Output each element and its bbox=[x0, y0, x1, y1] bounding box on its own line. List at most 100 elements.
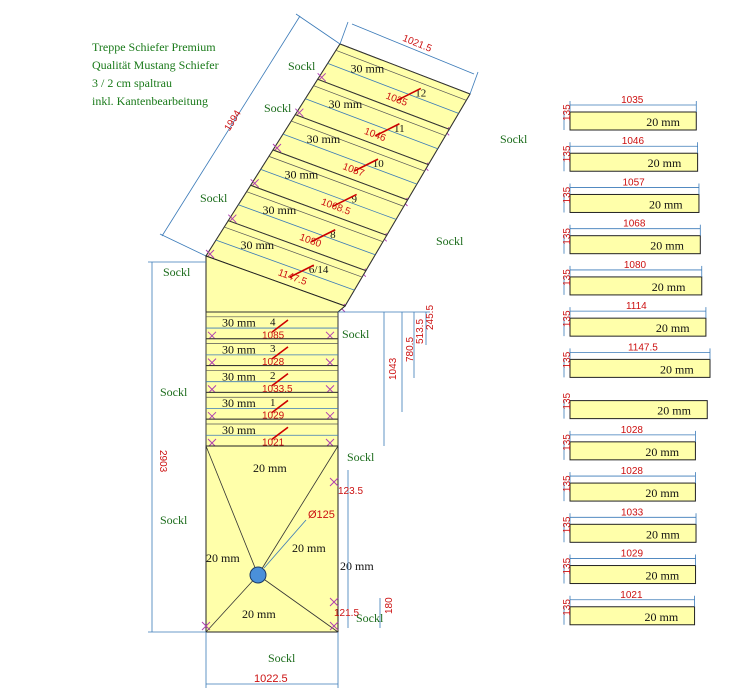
cut-piece-height: 135 bbox=[562, 475, 573, 492]
cut-piece-length: 1147.5 bbox=[628, 342, 658, 353]
cut-piece-thickness: 20 mm bbox=[652, 280, 686, 294]
sockl-label: Sockl bbox=[500, 132, 528, 146]
lower-step-outline bbox=[205, 391, 339, 420]
sockl-label: Sockl bbox=[268, 651, 296, 665]
upper-step-number: 6/14 bbox=[309, 264, 329, 276]
lower-step-length: 1021 bbox=[262, 437, 285, 448]
cut-piece-outline bbox=[569, 317, 707, 337]
landing-thickness-right: 20 mm bbox=[340, 559, 374, 573]
dim-total-length: 2903 bbox=[157, 450, 168, 473]
sockl-label: Sockl bbox=[264, 101, 292, 115]
lower-dimensions: 2903 1043 780.5 513.5 245.5 1022.5 bbox=[148, 261, 436, 688]
cut-piece-outline bbox=[569, 111, 697, 131]
cut-piece-outline bbox=[569, 565, 697, 585]
note-line-3: 3 / 2 cm spaltrau bbox=[92, 76, 172, 90]
cut-piece-outline bbox=[569, 358, 711, 378]
upper-step-thickness: 30 mm bbox=[306, 132, 340, 146]
cut-piece-outline bbox=[569, 152, 699, 172]
lower-step-length: 1028 bbox=[262, 357, 285, 368]
lower-step-length: 1033.5 bbox=[262, 384, 293, 395]
cut-piece-height: 135 bbox=[562, 186, 573, 203]
cut-piece-height: 135 bbox=[562, 434, 573, 451]
landing: Ø125 20 mm 20 mm 20 mm 20 mm 20 mm 123.5… bbox=[201, 445, 395, 633]
cut-piece-length: 1028 bbox=[621, 466, 644, 477]
upper-step-thickness: 30 mm bbox=[262, 203, 296, 217]
cut-piece-height: 135 bbox=[562, 310, 573, 327]
cut-piece-length: 1035 bbox=[621, 95, 644, 106]
upper-step-thickness: 30 mm bbox=[350, 61, 384, 75]
landing-thickness-center: 20 mm bbox=[292, 541, 326, 555]
sockl-label: Sockl bbox=[160, 385, 188, 399]
lower-step-length: 1029 bbox=[262, 411, 285, 422]
cut-mark bbox=[271, 399, 289, 414]
dim-side-top: 123.5 bbox=[338, 486, 363, 497]
dim-line-upper-width bbox=[351, 23, 475, 75]
landing-thickness-bottom: 20 mm bbox=[242, 607, 276, 621]
cut-piece-thickness: 20 mm bbox=[657, 404, 691, 418]
cut-mark bbox=[310, 229, 336, 243]
cut-piece-outline bbox=[569, 400, 708, 420]
cut-piece-height: 135 bbox=[562, 599, 573, 616]
sockl-label: Sockl bbox=[347, 450, 375, 464]
lower-step-number: 4 bbox=[270, 316, 276, 328]
cut-piece-thickness: 20 mm bbox=[646, 569, 680, 583]
dim-side-bottom: 121.5 bbox=[334, 608, 359, 619]
upper-step: 1147.530 mm6/14 bbox=[205, 220, 367, 313]
sockl-label: Sockl bbox=[163, 265, 191, 279]
cut-piece-height: 135 bbox=[562, 104, 573, 121]
cut-piece-length: 1080 bbox=[624, 260, 647, 271]
lower-step-number: 1 bbox=[270, 397, 276, 409]
cut-piece-outline bbox=[569, 441, 696, 461]
landing-thickness-left: 20 mm bbox=[206, 551, 240, 565]
sockl-label: Sockl bbox=[356, 611, 384, 625]
cut-piece-thickness: 20 mm bbox=[645, 610, 679, 624]
dim-bottom-width: 1022.5 bbox=[254, 673, 288, 685]
dim-1043: 1043 bbox=[388, 357, 399, 380]
lower-step-number: 3 bbox=[270, 343, 276, 355]
cut-piece-height: 135 bbox=[562, 557, 573, 574]
cut-piece-height: 135 bbox=[562, 392, 573, 409]
landing-thickness-top: 20 mm bbox=[253, 461, 287, 475]
lower-step-outline bbox=[205, 418, 339, 447]
cut-mark bbox=[375, 123, 400, 137]
cut-mark bbox=[271, 319, 289, 333]
cut-piece-outline bbox=[569, 276, 703, 296]
dim-245: 245.5 bbox=[425, 305, 436, 330]
lower-step-outline bbox=[205, 311, 339, 340]
upper-step-thickness: 30 mm bbox=[328, 97, 362, 111]
upper-step-number: 9 bbox=[351, 193, 357, 205]
lower-step-thickness: 30 mm bbox=[222, 423, 256, 437]
cut-piece-outline bbox=[569, 193, 700, 213]
cut-piece-outline bbox=[569, 235, 701, 255]
cut-piece: 135 20 mm bbox=[562, 392, 708, 420]
dim-780: 780.5 bbox=[405, 337, 416, 362]
drain-label: Ø125 bbox=[308, 509, 335, 521]
lower-step-number: 2 bbox=[270, 370, 276, 382]
dim-upper-width: 1021.5 bbox=[401, 33, 434, 55]
cut-piece-thickness: 20 mm bbox=[649, 197, 683, 211]
note-line-2: Qualität Mustang Schiefer bbox=[92, 58, 219, 72]
dim-line-upper-length bbox=[161, 15, 301, 237]
lower-step: 30 mm 1028 3 bbox=[205, 338, 339, 368]
lower-step-thickness: 30 mm bbox=[222, 343, 256, 357]
cut-piece-length: 1046 bbox=[622, 136, 645, 147]
cut-mark bbox=[271, 426, 289, 440]
cut-piece-height: 135 bbox=[562, 228, 573, 245]
cut-mark bbox=[332, 193, 357, 208]
note-line-4: inkl. Kantenbearbeitung bbox=[92, 94, 208, 108]
cut-mark bbox=[353, 158, 379, 172]
cut-piece-length: 1033 bbox=[621, 507, 644, 518]
